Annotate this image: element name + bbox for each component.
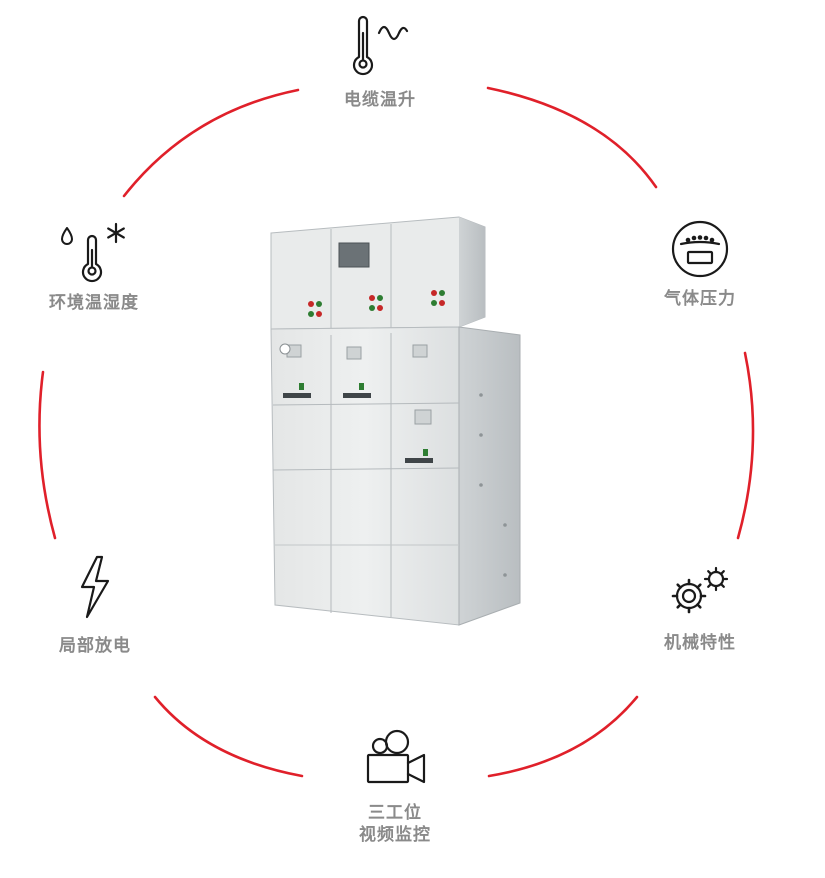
thermometer-drop-snow-icon <box>61 222 125 283</box>
lightning-icon <box>80 555 110 619</box>
switchgear-cabinet-image <box>270 216 521 626</box>
node-label: 环境温湿度 <box>49 293 139 313</box>
node-label-line2: 视频监控 <box>359 825 431 845</box>
ring-arc-bottom-left <box>153 695 304 778</box>
hmi-display <box>338 242 370 268</box>
indicator-lights <box>308 290 445 317</box>
pressure-gauge-icon <box>671 220 729 278</box>
node-label-line1: 三工位 <box>368 803 422 823</box>
gears-icon <box>671 566 729 614</box>
node-label: 气体压力 <box>664 289 736 309</box>
ring-arc-right <box>736 351 755 540</box>
node-mechanical: 机械特性 <box>640 566 760 654</box>
ring-arc-bottom-right <box>487 695 639 778</box>
node-label: 机械特性 <box>664 633 736 653</box>
ring-arc-left <box>38 370 57 540</box>
snowflake-icon <box>107 222 125 244</box>
node-environment: 环境温湿度 <box>28 220 160 314</box>
node-label: 电缆温升 <box>344 90 416 110</box>
node-gas-pressure: 气体压力 <box>640 218 760 310</box>
node-label: 局部放电 <box>59 636 131 656</box>
node-video-monitoring: 三工位 视频监控 <box>335 728 455 846</box>
video-camera-icon <box>366 729 426 784</box>
ring-arc-top-right <box>486 86 658 189</box>
node-partial-discharge: 局部放电 <box>35 555 155 657</box>
thermometer-wave-icon <box>352 15 409 76</box>
node-cable-temperature: 电缆温升 <box>320 13 440 111</box>
ring-arc-top-left <box>122 88 300 198</box>
